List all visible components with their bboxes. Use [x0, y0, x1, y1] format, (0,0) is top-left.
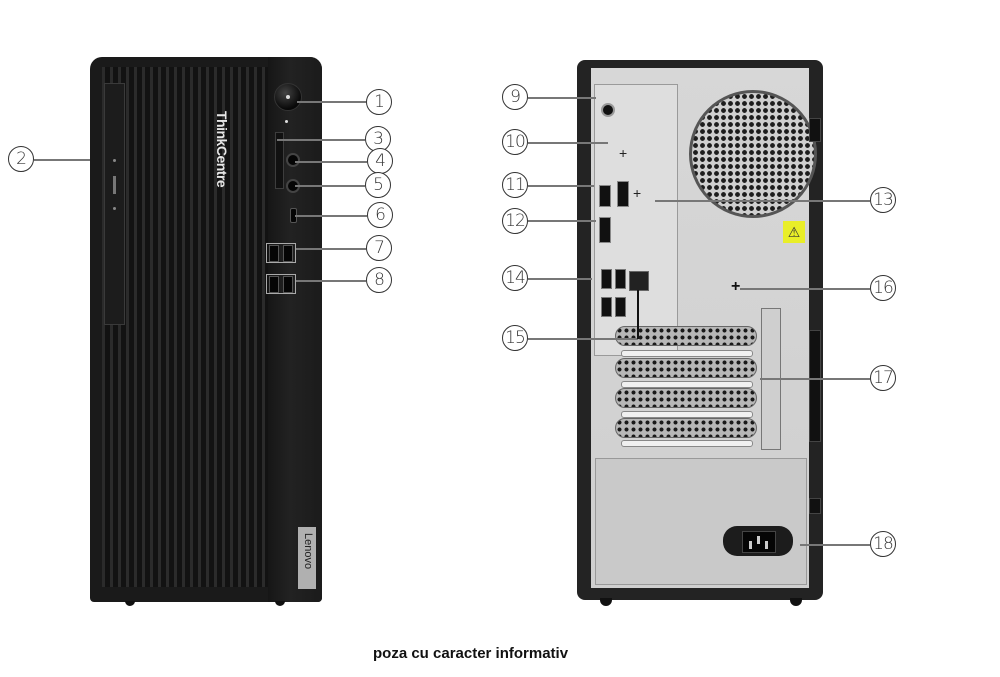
pcie-slot-1 — [615, 326, 757, 346]
leader-17 — [760, 378, 870, 380]
side-handle — [809, 330, 821, 442]
callout-9: 9 — [502, 84, 528, 110]
power-supply — [595, 458, 807, 585]
fan-grille — [689, 90, 817, 218]
callout-10: 10 — [502, 129, 528, 155]
caption: poza cu caracter informativ — [373, 645, 569, 662]
optical-drive-pinhole — [113, 207, 116, 210]
leader-3 — [277, 139, 365, 141]
ethernet-port — [629, 271, 649, 291]
callout-17: 17 — [870, 365, 896, 391]
power-connector-socket — [742, 531, 776, 553]
rear-foot-right — [790, 598, 802, 606]
callout-7: 7 — [366, 235, 392, 261]
leader-16 — [740, 288, 870, 290]
leader-15-vertical — [637, 290, 639, 339]
status-led — [285, 120, 288, 123]
callout-3: 3 — [365, 126, 391, 152]
card-reader-slot — [275, 132, 284, 189]
leader-1 — [297, 101, 366, 103]
displayport-2 — [599, 217, 611, 243]
leader-2 — [34, 159, 90, 161]
leader-12 — [528, 220, 596, 222]
leader-15 — [528, 338, 638, 340]
leader-18 — [800, 544, 870, 546]
optical-drive-eject-button — [113, 176, 116, 194]
front-foot-left — [125, 601, 135, 606]
leader-14 — [528, 278, 592, 280]
usb-pair-8 — [266, 274, 296, 294]
optional-port-plus-icon-2: + — [731, 278, 741, 295]
lenovo-badge-text: Lenovo — [302, 533, 314, 570]
optical-drive-led — [113, 159, 116, 162]
callout-6: 6 — [367, 202, 393, 228]
leader-6 — [295, 215, 367, 217]
security-slot — [809, 498, 821, 514]
callout-2: 2 — [8, 146, 34, 172]
front-grille — [102, 67, 270, 587]
leader-8 — [296, 280, 366, 282]
callout-4: 4 — [367, 148, 393, 174]
rear-usb-1 — [601, 269, 612, 289]
power-connector-icon — [723, 526, 793, 556]
callout-12: 12 — [502, 208, 528, 234]
displayport-1 — [617, 181, 629, 207]
leader-10 — [528, 142, 608, 144]
callout-5: 5 — [365, 172, 391, 198]
leader-7 — [296, 248, 366, 250]
rear-foot-left — [600, 598, 612, 606]
front-foot-right — [275, 601, 285, 606]
mount-plus-icon: + — [633, 185, 642, 201]
lenovo-badge: Lenovo — [298, 527, 316, 589]
side-latch-top — [809, 118, 821, 142]
pcie-slot-3 — [615, 388, 757, 408]
pin — [765, 541, 768, 549]
leader-13 — [655, 200, 870, 202]
rear-usb-2 — [615, 269, 626, 289]
usb-pair-7 — [266, 243, 296, 263]
front-view-tower: ThinkCentre Lenovo — [90, 57, 322, 602]
callout-13: 13 — [870, 187, 896, 213]
callout-15: 15 — [502, 325, 528, 351]
power-button-icon — [274, 83, 302, 111]
callout-8: 8 — [366, 267, 392, 293]
leader-11 — [528, 185, 594, 187]
leader-5 — [295, 185, 365, 187]
pcie-slot-cover-1 — [621, 350, 753, 357]
rear-usb-3 — [601, 297, 612, 317]
rear-view-tower: + + ⚠ + — [577, 60, 823, 600]
pcie-slot-2 — [615, 358, 757, 378]
callout-18: 18 — [870, 531, 896, 557]
leader-4 — [295, 161, 367, 163]
pin — [749, 541, 752, 549]
pcie-slot-4 — [615, 418, 757, 438]
callout-1: 1 — [366, 89, 392, 115]
warning-triangle-icon: ⚠ — [783, 221, 805, 243]
audio-jack-1 — [286, 153, 300, 167]
callout-11: 11 — [502, 172, 528, 198]
pin — [757, 536, 760, 544]
pcie-slot-cover-4 — [621, 440, 753, 447]
pcie-slot-cover-2 — [621, 381, 753, 388]
pcie-slot-cover-3 — [621, 411, 753, 418]
rear-usb-4 — [615, 297, 626, 317]
rear-io-shield: + + — [594, 84, 678, 356]
line-out-jack — [601, 103, 615, 117]
optical-drive — [104, 83, 125, 325]
leader-9 — [528, 97, 596, 99]
optional-port-plus-icon: + — [619, 145, 628, 161]
hdmi-port — [599, 185, 611, 207]
thinkcentre-logo: ThinkCentre — [214, 111, 230, 188]
callout-16: 16 — [870, 275, 896, 301]
callout-14: 14 — [502, 265, 528, 291]
